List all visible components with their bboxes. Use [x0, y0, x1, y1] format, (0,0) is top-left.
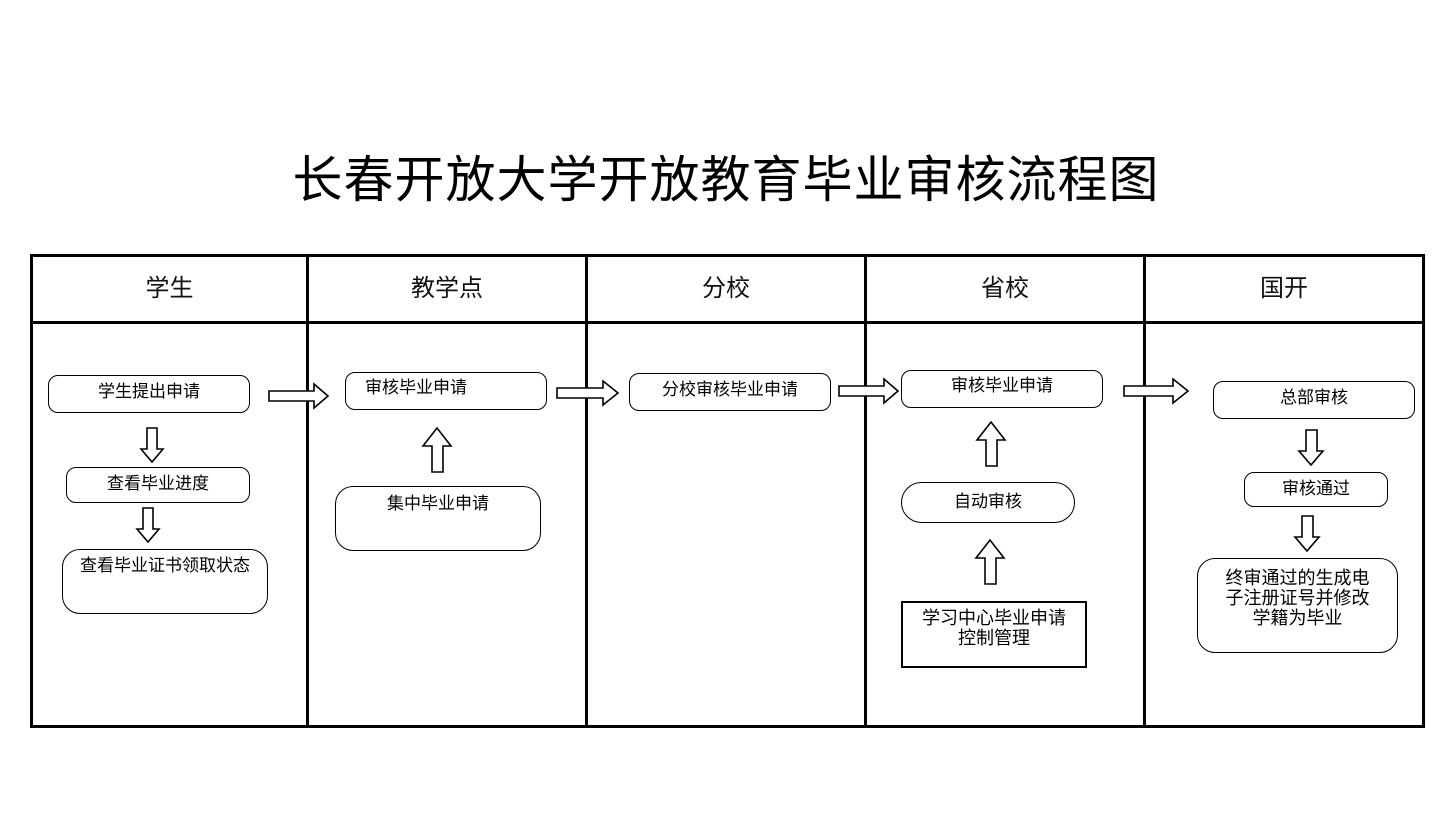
arrow-up-icon	[421, 426, 453, 473]
lane-header-student: 学生	[145, 274, 194, 302]
lane-header-national: 国开	[1260, 274, 1308, 302]
arrow-down-icon	[135, 507, 161, 544]
arrow-down-icon	[1297, 429, 1325, 467]
lane-divider	[585, 254, 588, 728]
swimlane-table	[30, 254, 1425, 728]
arrow-right-icon	[838, 377, 900, 405]
node-province-auto: 自动审核	[901, 482, 1075, 523]
node-student-apply: 学生提出申请	[48, 375, 250, 413]
node-province-control: 学习中心毕业申请控制管理	[901, 601, 1087, 668]
header-divider	[30, 321, 1425, 324]
arrow-down-icon	[139, 427, 165, 464]
arrow-right-icon	[268, 382, 330, 410]
arrow-right-icon	[556, 379, 620, 407]
node-province-review: 审核毕业申请	[901, 370, 1103, 408]
lane-divider	[1143, 254, 1146, 728]
node-student-cert-status: 查看毕业证书领取状态	[62, 549, 268, 614]
node-student-progress: 查看毕业进度	[66, 467, 250, 503]
diagram-title: 长春开放大学开放教育毕业审核流程图	[292, 151, 1160, 209]
node-branch-review: 分校审核毕业申请	[629, 373, 831, 411]
node-national-final: 终审通过的生成电子注册证号并修改学籍为毕业	[1197, 558, 1398, 653]
arrow-down-icon	[1293, 515, 1321, 553]
arrow-right-icon	[1123, 377, 1190, 405]
lane-header-branch: 分校	[702, 274, 750, 302]
lane-divider	[864, 254, 867, 728]
lane-divider	[306, 254, 309, 728]
arrow-up-icon	[975, 420, 1007, 467]
lane-header-province: 省校	[981, 274, 1029, 302]
node-point-review: 审核毕业申请	[345, 372, 547, 410]
node-national-pass: 审核通过	[1244, 472, 1388, 507]
lane-header-teaching-point: 教学点	[411, 274, 483, 302]
node-point-batch: 集中毕业申请	[335, 486, 541, 551]
arrow-up-icon	[974, 538, 1006, 585]
node-national-review: 总部审核	[1213, 381, 1415, 419]
